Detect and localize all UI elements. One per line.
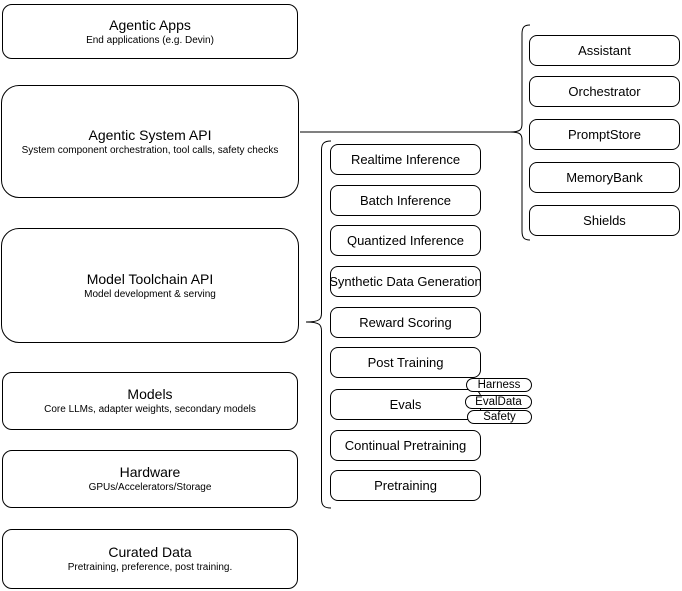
node-curated-data: Curated Data Pretraining, preference, po…: [2, 529, 298, 589]
node-label: Realtime Inference: [350, 152, 461, 167]
node-label: MemoryBank: [566, 170, 643, 185]
node-orchestrator: Orchestrator: [529, 76, 680, 107]
node-subtitle: Model development & serving: [84, 288, 216, 300]
node-label: Assistant: [578, 43, 631, 58]
tag-label: EvalData: [475, 396, 522, 408]
system-components-brace: [509, 24, 531, 241]
node-label: Post Training: [367, 355, 444, 370]
node-label: Continual Pretraining: [344, 438, 467, 453]
node-pretraining: Pretraining: [330, 470, 481, 501]
node-model-toolchain-api: Model Toolchain API Model development & …: [1, 228, 299, 343]
node-evals: Evals: [330, 389, 481, 420]
node-subtitle: Pretraining, preference, post training.: [67, 562, 233, 573]
node-label: Synthetic Data Generation: [329, 274, 482, 289]
evals-tag-safety: Safety: [467, 410, 532, 424]
node-label: Pretraining: [374, 478, 437, 493]
node-shields: Shields: [529, 205, 680, 236]
node-title: Hardware: [119, 464, 181, 480]
node-label: Reward Scoring: [359, 315, 452, 330]
evals-tag-harness: Harness: [466, 378, 532, 392]
node-hardware: Hardware GPUs/Accelerators/Storage: [2, 450, 298, 508]
node-promptstore: PromptStore: [529, 119, 680, 150]
node-assistant: Assistant: [529, 35, 680, 66]
node-title: Agentic Apps: [109, 16, 191, 33]
node-subtitle: System component orchestration, tool cal…: [21, 144, 279, 156]
tag-label: Harness: [477, 379, 521, 391]
node-synthetic-data-generation: Synthetic Data Generation: [329, 266, 482, 297]
node-subtitle: Core LLMs, adapter weights, secondary mo…: [44, 404, 256, 415]
node-post-training: Post Training: [330, 347, 481, 378]
node-reward-scoring: Reward Scoring: [330, 307, 481, 338]
node-agentic-apps: Agentic Apps End applications (e.g. Devi…: [2, 4, 298, 59]
node-models: Models Core LLMs, adapter weights, secon…: [2, 372, 298, 430]
node-label: Shields: [583, 213, 626, 228]
node-label: Orchestrator: [568, 84, 641, 99]
node-continual-pretraining: Continual Pretraining: [330, 430, 481, 461]
evals-tag-evaldata: EvalData: [465, 395, 532, 409]
node-batch-inference: Batch Inference: [330, 185, 481, 216]
node-realtime-inference: Realtime Inference: [330, 144, 481, 175]
node-memorybank: MemoryBank: [529, 162, 680, 193]
node-label: Quantized Inference: [346, 233, 465, 248]
node-agentic-system-api: Agentic System API System component orch…: [1, 85, 299, 198]
node-title: Agentic System API: [88, 126, 212, 143]
node-label: PromptStore: [568, 127, 641, 142]
tag-label: Safety: [483, 411, 516, 423]
toolchain-brace: [305, 140, 332, 509]
node-title: Model Toolchain API: [86, 270, 214, 287]
node-label: Evals: [389, 397, 422, 412]
node-quantized-inference: Quantized Inference: [330, 225, 481, 256]
node-title: Models: [127, 386, 173, 402]
node-title: Curated Data: [108, 544, 192, 560]
node-subtitle: GPUs/Accelerators/Storage: [88, 482, 212, 493]
node-label: Batch Inference: [359, 193, 452, 208]
node-subtitle: End applications (e.g. Devin): [86, 34, 214, 46]
